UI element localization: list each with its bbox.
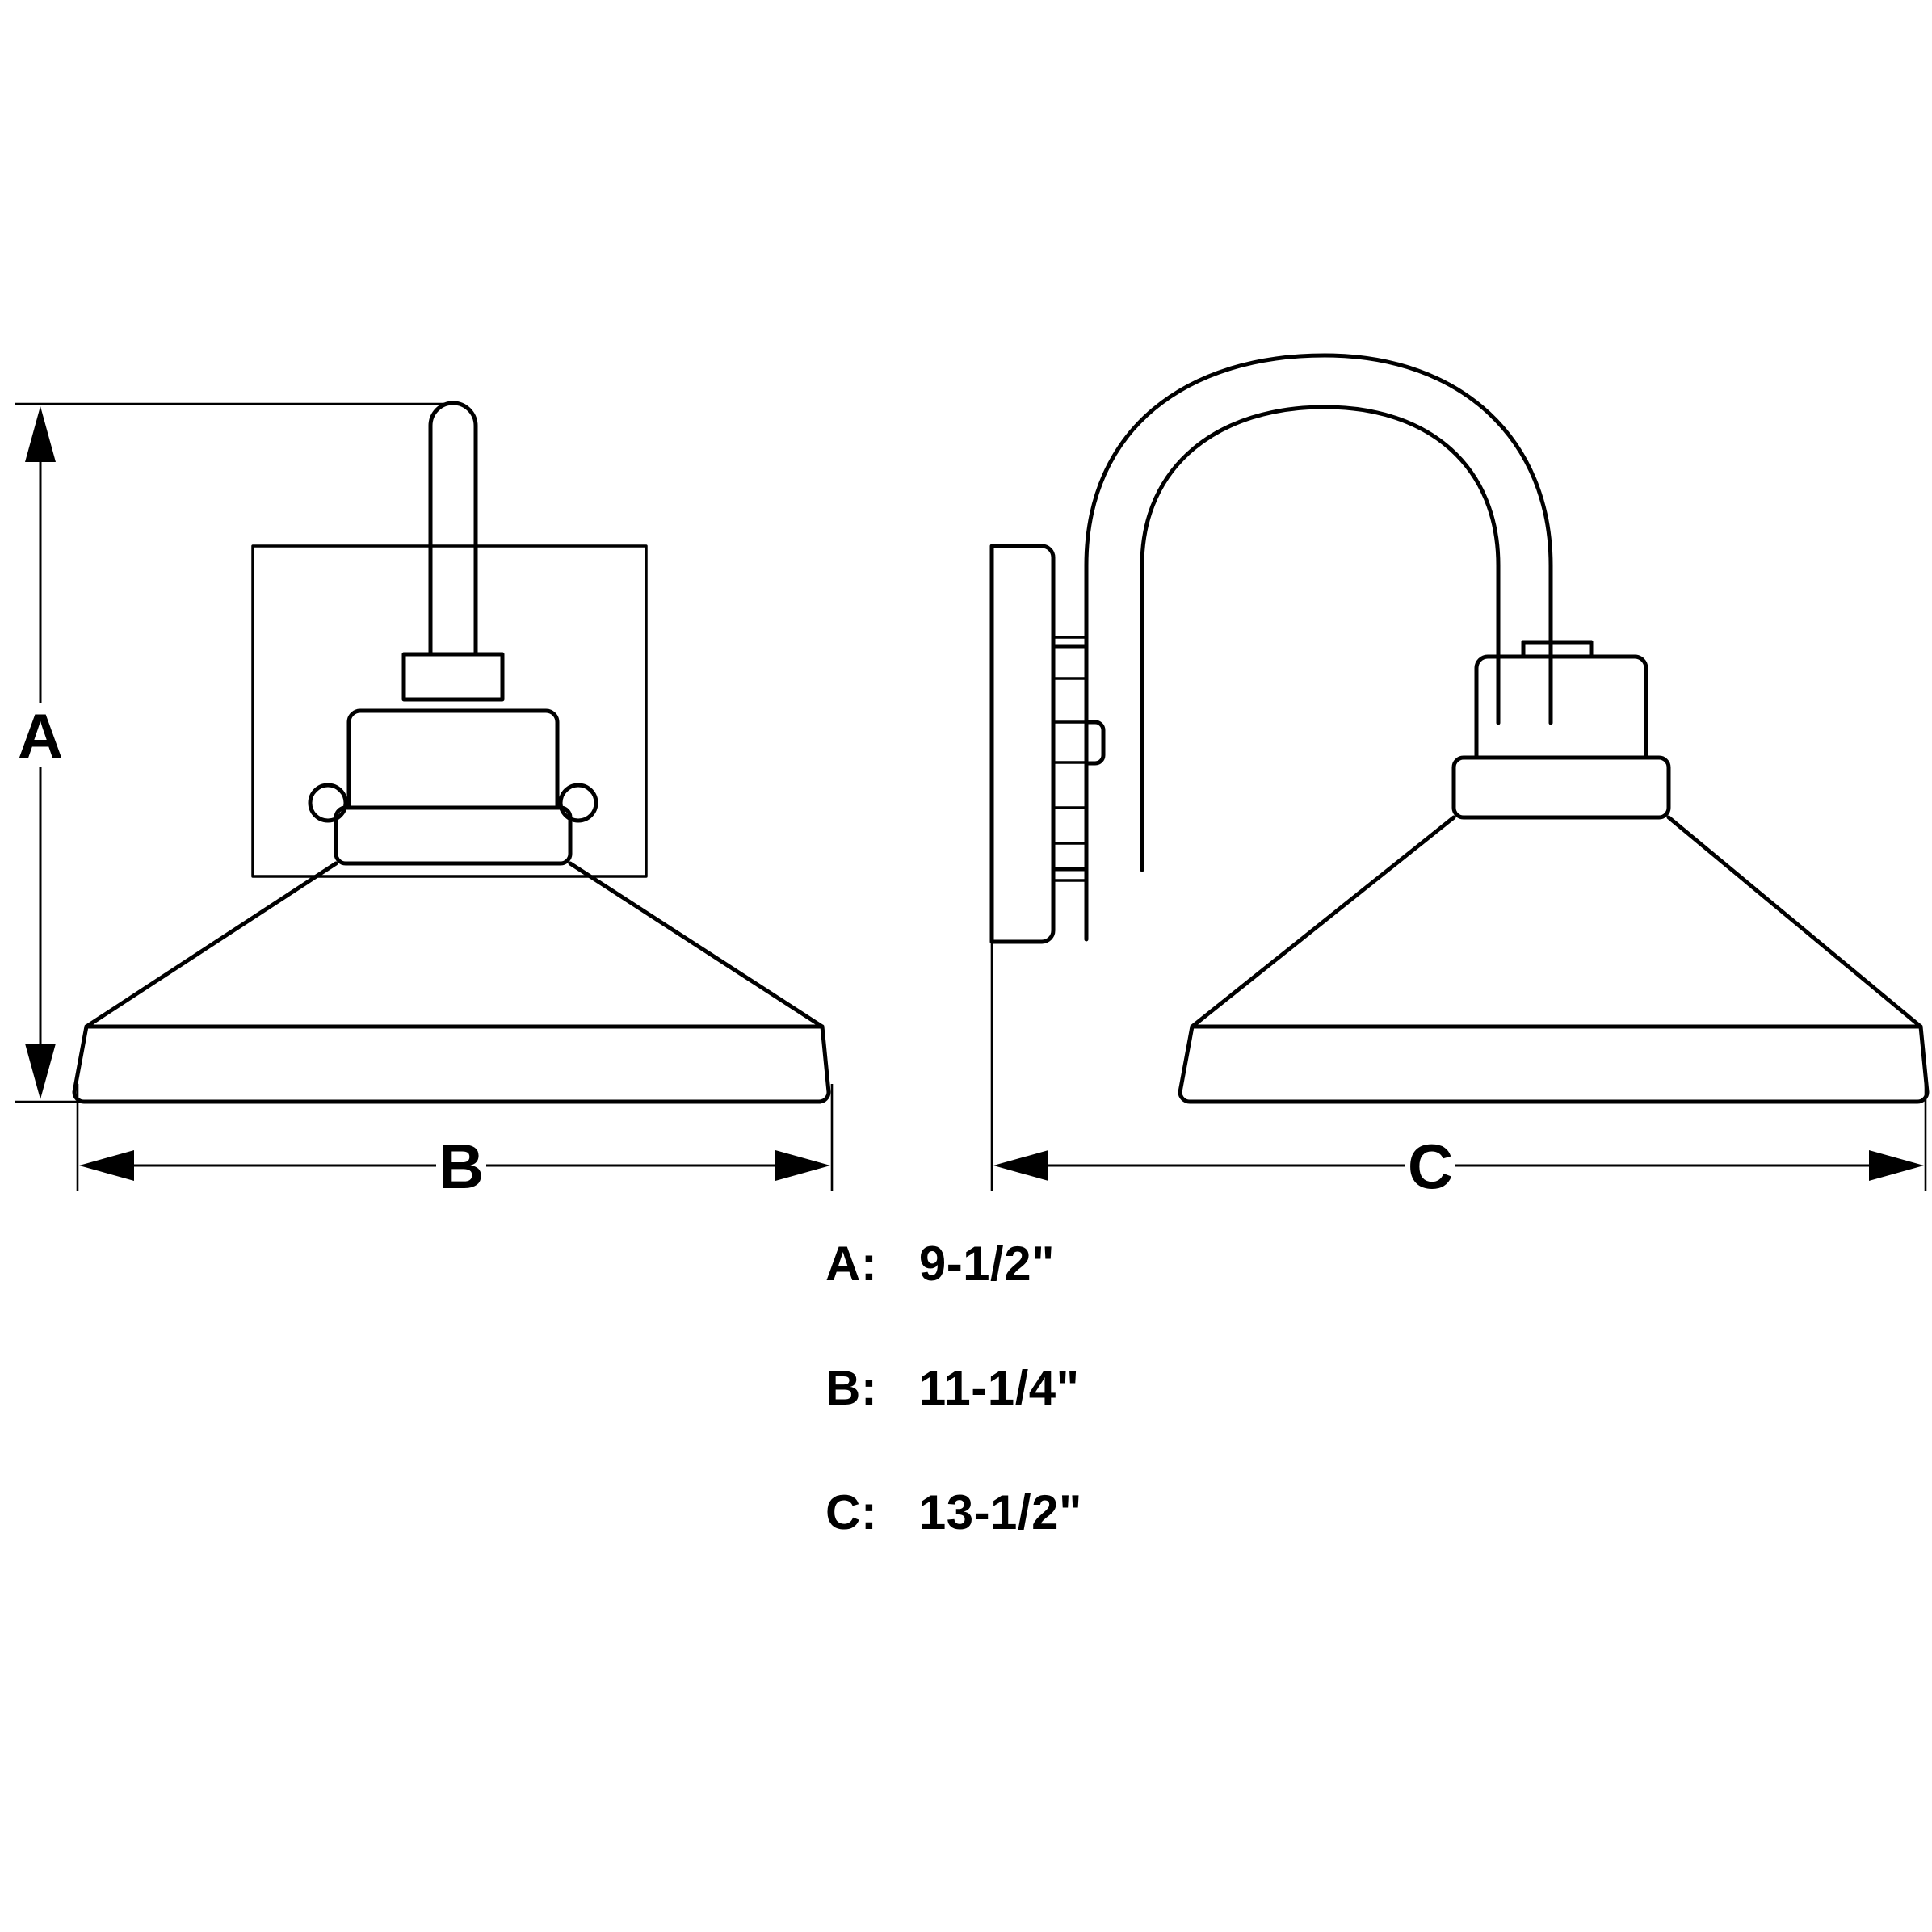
front-right-knob — [558, 783, 598, 823]
side-gooseneck-arm-outer — [1084, 353, 1553, 942]
side-wall-plate — [989, 544, 1056, 944]
dimension-a-arrowhead-top — [25, 406, 56, 462]
front-socket-housing — [346, 708, 560, 810]
side-socket-housing — [1474, 654, 1648, 760]
spec-value-c: 13-1/2" — [918, 1485, 1082, 1539]
dimension-a-arrowhead-bottom — [25, 1044, 56, 1099]
front-shade-cone — [84, 861, 825, 1029]
dimension-spec-list: A: 9-1/2" B: 11-1/4" C: 13-1/2" — [825, 1240, 1552, 1613]
side-stem-collar — [1521, 640, 1594, 658]
side-shade-cone — [1190, 815, 1923, 1029]
dimension-c-arrowhead-left — [993, 1150, 1048, 1181]
front-stem-collar — [401, 652, 505, 702]
spec-key-a: A: — [825, 1237, 878, 1291]
front-shade-rim-band — [72, 1024, 831, 1104]
front-backplate — [251, 544, 648, 878]
front-stem — [428, 401, 478, 657]
dimension-a-label: A — [18, 700, 63, 771]
dimension-b-arrowhead-right — [775, 1150, 830, 1181]
side-mount-tab — [1084, 720, 1106, 766]
front-left-knob — [308, 783, 348, 823]
dimension-b-label: B — [439, 1131, 484, 1202]
spec-key-c: C: — [825, 1485, 878, 1539]
front-shade-neck-band — [334, 805, 573, 866]
spec-key-b: B: — [825, 1361, 878, 1415]
side-elevation-view — [989, 353, 1930, 1104]
side-shade-rim-band — [1178, 1024, 1930, 1104]
side-stem-collar-box — [1521, 640, 1594, 659]
side-shade-neck-band — [1451, 755, 1671, 820]
dimension-b-group: B — [76, 1084, 834, 1202]
spec-value-b: 11-1/4" — [918, 1361, 1080, 1415]
dimension-b-arrowhead-left — [79, 1150, 134, 1181]
dimension-c-label: C — [1408, 1131, 1453, 1202]
dimension-c-group: C — [990, 942, 1927, 1202]
dimension-a-group: A — [15, 57, 452, 1103]
spec-row-b: B: 11-1/4" — [825, 1364, 1552, 1413]
spec-row-c: C: 13-1/2" — [825, 1489, 1552, 1537]
dimension-c-arrowhead-right — [1869, 1150, 1924, 1181]
spec-value-a: 9-1/2" — [918, 1237, 1056, 1291]
side-gooseneck-arm-inner — [1140, 405, 1501, 872]
dimension-a-arrow-top — [24, 57, 40, 405]
front-elevation-view — [72, 401, 831, 1104]
spec-row-a: A: 9-1/2" — [825, 1240, 1552, 1288]
